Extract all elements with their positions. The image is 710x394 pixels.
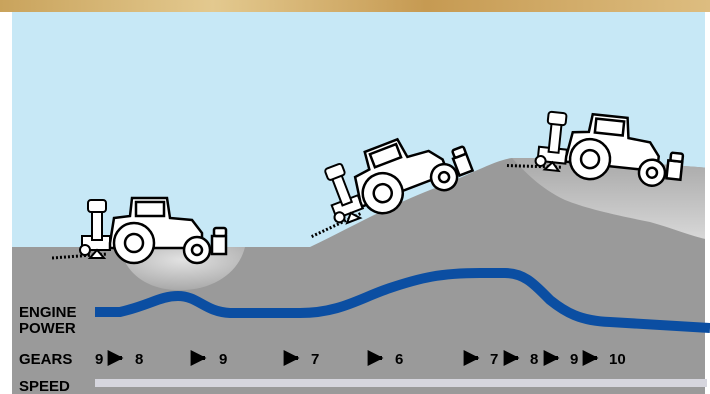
gears-label: GEARS [19,351,72,368]
gear-value: 6 [395,351,403,368]
gear-value: 9 [570,351,578,368]
gear-value: 7 [311,351,319,368]
right-margin [705,12,710,394]
power-label: POWER [19,320,76,337]
speed-bar [95,379,707,387]
gear-value: 8 [530,351,538,368]
speed-label: SPEED [19,378,70,394]
engine-label: ENGINE [19,304,77,321]
gear-value: 9 [95,351,103,368]
gear-value: 8 [135,351,143,368]
gear-value: 10 [609,351,626,368]
gear-value: 9 [219,351,227,368]
gear-value: 7 [490,351,498,368]
straw-banner [0,0,710,12]
left-margin [0,12,12,394]
